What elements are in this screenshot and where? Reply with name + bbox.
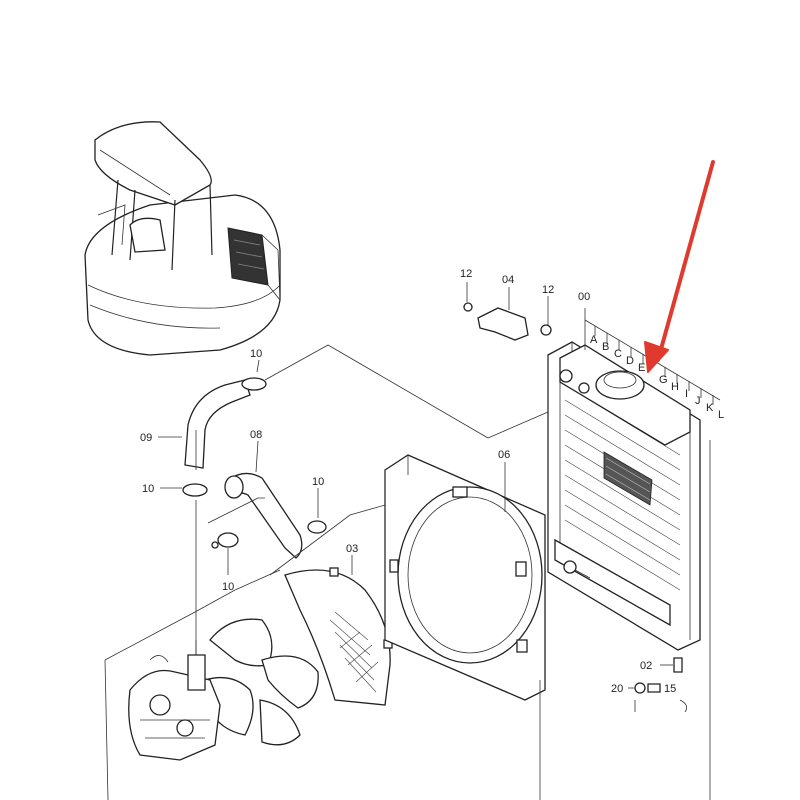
letter-callouts: A B C D E G H I J K L	[590, 334, 724, 421]
callout-03: 03	[346, 543, 358, 555]
callout-10b: 10	[142, 483, 154, 495]
callout-12b: 12	[542, 284, 554, 296]
letter-L: L	[718, 409, 724, 421]
callout-10c: 10	[312, 476, 324, 488]
letter-D: D	[626, 355, 634, 367]
cooling-fan	[204, 618, 319, 746]
leader-lines	[104, 282, 721, 800]
upper-hose-09	[184, 379, 251, 470]
bolt-parts	[634, 657, 688, 713]
callout-00: 00	[578, 291, 590, 303]
callout-10a: 10	[250, 348, 262, 360]
letter-G: G	[659, 374, 668, 386]
callout-10d: 10	[222, 581, 234, 593]
callout-20: 20	[611, 683, 623, 695]
callout-15: 15	[664, 683, 676, 695]
letter-B: B	[602, 341, 609, 353]
red-arrow-icon	[644, 160, 715, 373]
engine-block	[128, 640, 221, 761]
letter-C: C	[614, 348, 622, 360]
letter-H: H	[671, 381, 679, 393]
excavator-illustration	[84, 121, 281, 356]
letter-A: A	[590, 334, 598, 346]
letter-E: E	[638, 362, 645, 374]
hose-clamp	[182, 377, 327, 549]
callout-09: 09	[140, 432, 152, 444]
callout-02: 02	[640, 660, 652, 672]
fan-shroud-06	[384, 454, 546, 701]
lower-hose-08	[224, 472, 303, 559]
letter-I: I	[685, 388, 688, 400]
callout-labels: 00 04 12 12 10 09 08 10 10 03 10 06 02 2…	[140, 268, 676, 695]
letter-K: K	[706, 402, 714, 414]
callout-12a: 12	[460, 268, 472, 280]
mounting-bracket-04	[463, 302, 552, 341]
callout-04: 04	[502, 274, 514, 286]
callout-06: 06	[498, 449, 510, 461]
letter-J: J	[695, 395, 701, 407]
callout-08: 08	[250, 429, 262, 441]
radiator-assembly	[547, 341, 701, 651]
